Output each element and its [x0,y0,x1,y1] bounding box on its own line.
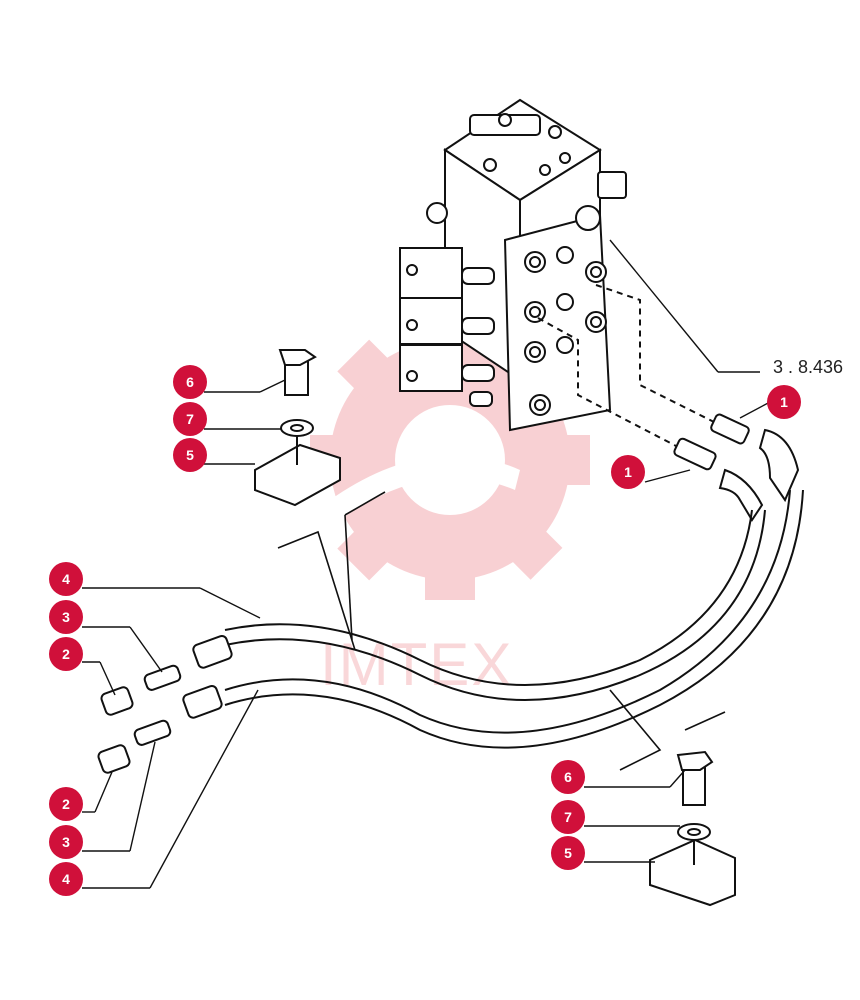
callout-2-lower: 2 [49,787,83,821]
callout-7-upper: 7 [173,402,207,436]
callout-7-lower: 7 [551,800,585,834]
svg-text:3: 3 [62,834,70,850]
svg-text:2: 2 [62,796,70,812]
callout-4-lower: 4 [49,862,83,896]
hose-end-fittings [97,634,233,774]
svg-text:5: 5 [564,845,572,861]
clamp-assembly-upper [254,349,341,507]
callout-5-upper: 5 [173,438,207,472]
svg-text:3: 3 [62,609,70,625]
svg-text:6: 6 [564,769,572,785]
connection-guide-lines [537,284,721,449]
svg-text:6: 6 [186,374,194,390]
svg-text:2: 2 [62,646,70,662]
svg-text:4: 4 [62,871,70,887]
callout-6-lower: 6 [551,760,585,794]
callout-4-upper: 4 [49,562,83,596]
callout-5-lower: 5 [551,836,585,870]
watermark-text: IMTEX [320,631,513,698]
control-valve-block [399,98,627,432]
callout-6-upper: 6 [173,365,207,399]
svg-text:7: 7 [564,809,572,825]
callout-1-upper: 1 [767,385,801,419]
valve-fittings [673,413,800,522]
page-reference: 3 . 8.436 [773,357,843,377]
svg-text:4: 4 [62,571,70,587]
callout-1-lower: 1 [611,455,645,489]
callout-2-upper: 2 [49,637,83,671]
clamp-assembly-lower [649,750,736,907]
callout-3-lower: 3 [49,825,83,859]
svg-text:5: 5 [186,447,194,463]
callout-3-upper: 3 [49,600,83,634]
leader-lines [82,239,771,889]
section-break-lines [277,491,726,771]
svg-text:7: 7 [186,411,194,427]
hydraulic-hoses [224,489,804,749]
svg-text:1: 1 [780,394,788,410]
svg-text:1: 1 [624,464,632,480]
